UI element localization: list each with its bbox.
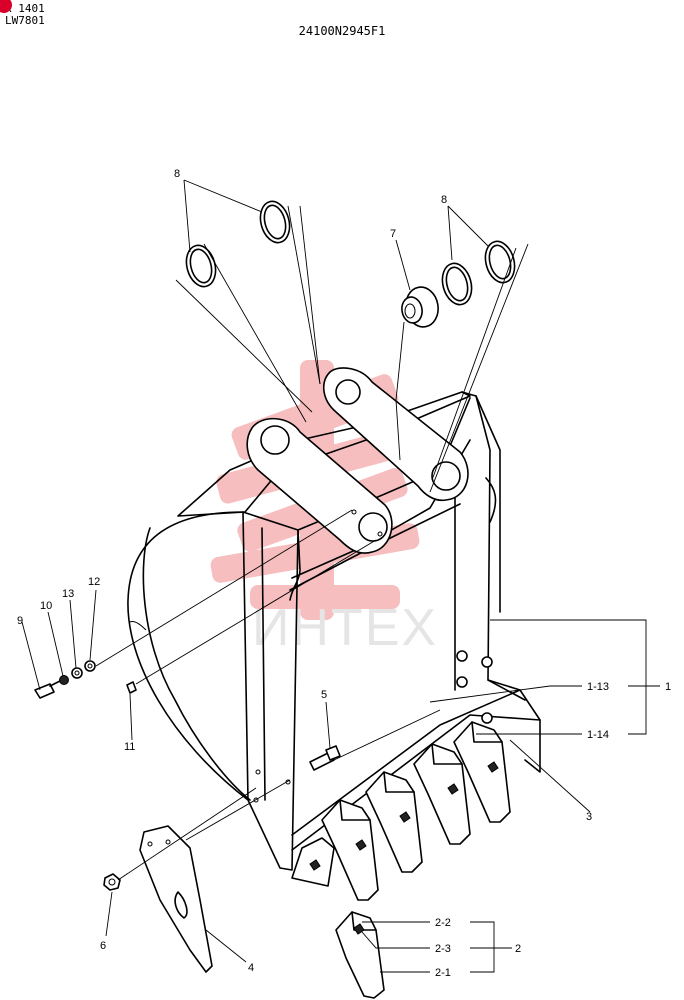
leader-lines (21, 179, 660, 973)
label-9: 9 (17, 615, 23, 627)
o-rings (185, 200, 516, 306)
label-7: 7 (390, 228, 396, 240)
label-4: 4 (248, 962, 254, 974)
part-labels: 8 8 7 12 13 10 9 11 5 1-13 1 1-14 3 6 4 … (17, 168, 671, 979)
bushing (401, 286, 439, 328)
hardware-left (34, 660, 137, 699)
label-11: 11 (124, 741, 135, 753)
label-12: 12 (88, 576, 100, 588)
label-3: 3 (586, 811, 592, 823)
drawing-code: 24100N2945F1 (298, 24, 386, 38)
label-2-1: 2-1 (435, 967, 451, 979)
header-line-2: LW7801 (5, 14, 45, 27)
label-1-13: 1-13 (587, 681, 609, 693)
label-10: 10 (40, 600, 52, 612)
label-5: 5 (321, 689, 327, 701)
label-13: 13 (62, 588, 74, 600)
corner-badge (0, 0, 12, 13)
nut-6 (103, 873, 121, 891)
bolt-5 (309, 745, 341, 771)
header-line-1: X 1401 (5, 2, 45, 15)
label-8-right: 8 (441, 194, 447, 206)
label-6: 6 (100, 940, 106, 952)
teeth (291, 721, 511, 901)
label-2-3: 2-3 (435, 943, 451, 955)
side-cutter (139, 825, 213, 973)
watermark-text: ИНТЕХ (252, 599, 438, 657)
label-1-14: 1-14 (587, 729, 609, 741)
tooth-assembly-detail (335, 911, 385, 999)
lug-plates (246, 367, 469, 554)
label-2: 2 (515, 943, 521, 955)
label-8-left: 8 (174, 168, 180, 180)
label-1: 1 (665, 681, 671, 693)
label-2-2: 2-2 (435, 917, 451, 929)
